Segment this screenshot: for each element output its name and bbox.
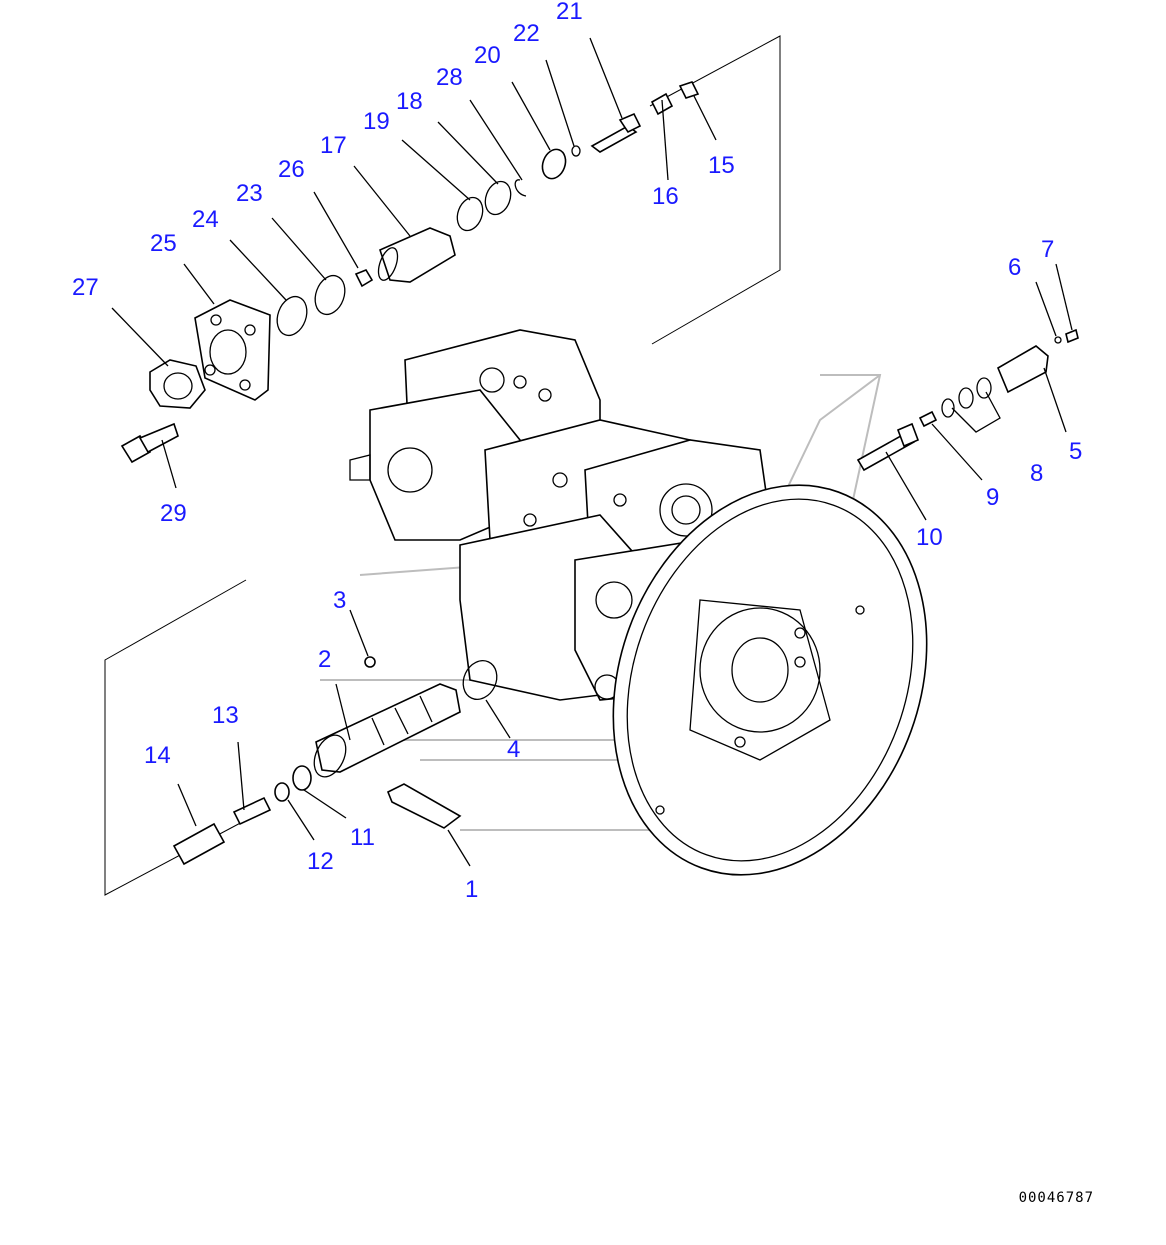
part-label-8: 8 xyxy=(1030,460,1044,487)
part-label-9: 9 xyxy=(986,484,1000,511)
part-label-13: 13 xyxy=(212,702,239,729)
part-label-16: 16 xyxy=(652,183,679,210)
upper-group-boundary xyxy=(649,35,781,345)
drawing-number: 00046787 xyxy=(1018,1190,1094,1206)
part-label-4: 4 xyxy=(507,736,521,763)
lower-parts xyxy=(172,656,498,866)
part-label-17: 17 xyxy=(320,132,347,159)
part-label-27: 27 xyxy=(72,274,99,301)
part-label-1: 1 xyxy=(465,876,479,903)
upper-parts xyxy=(120,81,700,464)
part-label-12: 12 xyxy=(307,848,334,875)
part-label-3: 3 xyxy=(333,587,347,614)
part-label-7: 7 xyxy=(1041,236,1055,263)
part-label-21: 21 xyxy=(556,0,583,25)
right-parts xyxy=(856,328,1079,472)
part-label-6: 6 xyxy=(1008,254,1022,281)
part-label-28: 28 xyxy=(436,64,463,91)
part-label-11: 11 xyxy=(350,824,375,851)
part-label-5: 5 xyxy=(1069,438,1083,465)
part-label-25: 25 xyxy=(150,230,177,257)
flywheel-housing xyxy=(612,484,928,876)
part-label-22: 22 xyxy=(513,20,540,47)
part-label-2: 2 xyxy=(318,646,332,673)
part-label-23: 23 xyxy=(236,180,263,207)
part-label-18: 18 xyxy=(396,88,423,115)
part-label-24: 24 xyxy=(192,206,219,233)
part-label-19: 19 xyxy=(363,108,390,135)
part-label-14: 14 xyxy=(144,742,171,769)
lower-group-boundary xyxy=(104,579,247,896)
part-label-10: 10 xyxy=(916,524,943,551)
leader-lines xyxy=(111,37,1073,867)
part-label-29: 29 xyxy=(160,500,187,527)
part-label-20: 20 xyxy=(474,42,501,69)
part-label-15: 15 xyxy=(708,152,735,179)
part-label-26: 26 xyxy=(278,156,305,183)
